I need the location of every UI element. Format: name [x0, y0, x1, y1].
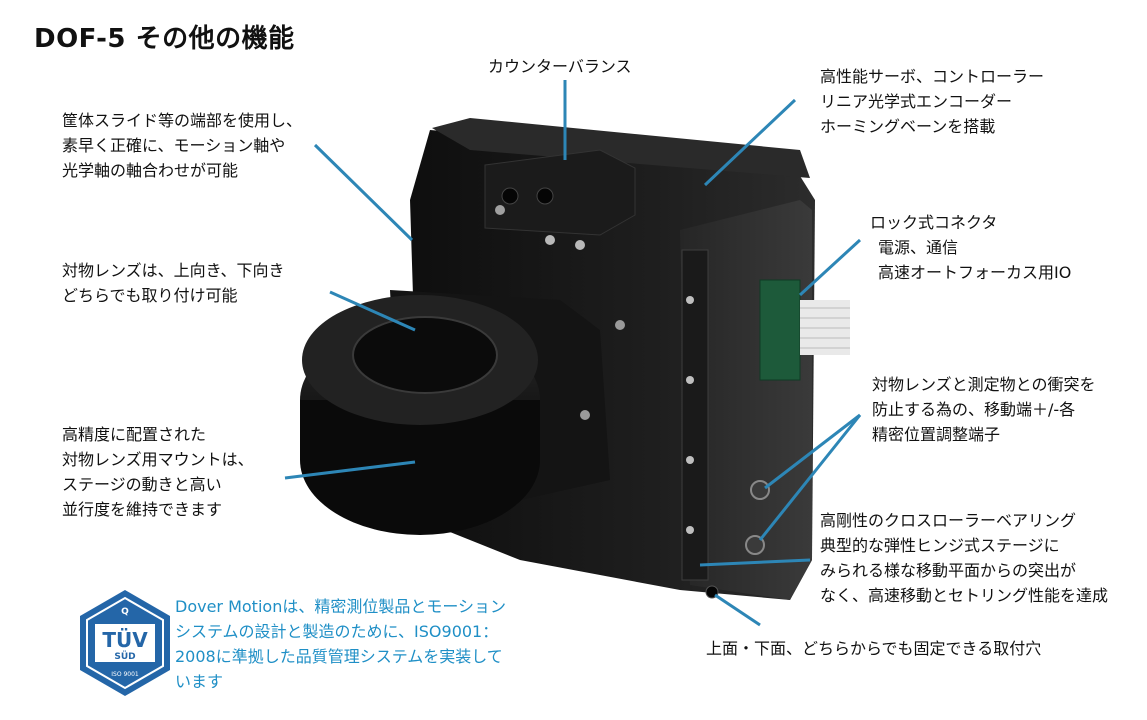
- device-side-rail: [681, 249, 709, 581]
- counterbalance-hole: [536, 187, 554, 205]
- tuv-iso: ISO 9001: [111, 671, 139, 678]
- annotation-housing: 筐体スライド等の端部を使用し、 素早く正確に、モーション軸や 光学軸の軸合わせが…: [62, 111, 303, 180]
- leader-mount: [284, 460, 416, 480]
- leader-mounting-holes: [714, 593, 761, 627]
- tuv-q: Q: [121, 607, 129, 617]
- leader-lens-direction: [329, 290, 416, 332]
- annotation-bearing: 高剛性のクロスローラーベアリング 典型的な弾性ヒンジ式ステージに みられる様な移…: [820, 511, 1109, 605]
- annotation-mounting-holes: 上面・下面、どちらからでも固定できる取付穴: [706, 639, 1042, 658]
- annotation-servo: 高性能サーボ、コントローラー リニア光学式エンコーダー ホーミングベーンを搭載: [820, 67, 1045, 136]
- tuv-main: TÜV: [102, 628, 148, 652]
- tuv-sud-logo: Q TÜV SÜD ISO 9001: [80, 590, 170, 696]
- leader-servo: [703, 98, 797, 187]
- lens-mount-ring-inner: [352, 316, 498, 394]
- leader-connector: [798, 238, 862, 297]
- annotation-mount: 高精度に配置された 対物レンズ用マウントは、 ステージの動きと高い 並行度を維持…: [62, 425, 254, 519]
- leader-collision-b: [758, 414, 862, 541]
- leader-lines: [284, 80, 862, 627]
- limit-adjust-terminal: [745, 535, 765, 555]
- annotation-connector: ロック式コネクタ 電源、通信 高速オートフォーカス用IO: [870, 213, 1072, 282]
- lock-connector: [759, 279, 801, 381]
- annotation-collision: 対物レンズと測定物との衝突を 防止する為の、移動端＋/-各 精密位置調整端子: [872, 375, 1096, 444]
- annotation-counterbalance: カウンターバランス: [488, 57, 632, 76]
- certification-text: Dover Motionは、精密測位製品とモーション システムの設計と製造のため…: [175, 597, 507, 691]
- limit-adjust-terminal: [750, 480, 770, 500]
- page-title: DOF-5 その他の機能: [34, 24, 295, 54]
- device-top-plate: [432, 118, 810, 178]
- leader-housing: [313, 143, 414, 242]
- annotation-lens-direction: 対物レンズは、上向き、下向き どちらでも取り付け可能: [62, 261, 285, 305]
- tuv-sub: SÜD: [114, 651, 135, 662]
- counterbalance-hole: [501, 187, 519, 205]
- leader-bearing: [699, 558, 811, 567]
- leader-collision-a: [764, 413, 861, 490]
- counterbalance-block: [484, 149, 636, 236]
